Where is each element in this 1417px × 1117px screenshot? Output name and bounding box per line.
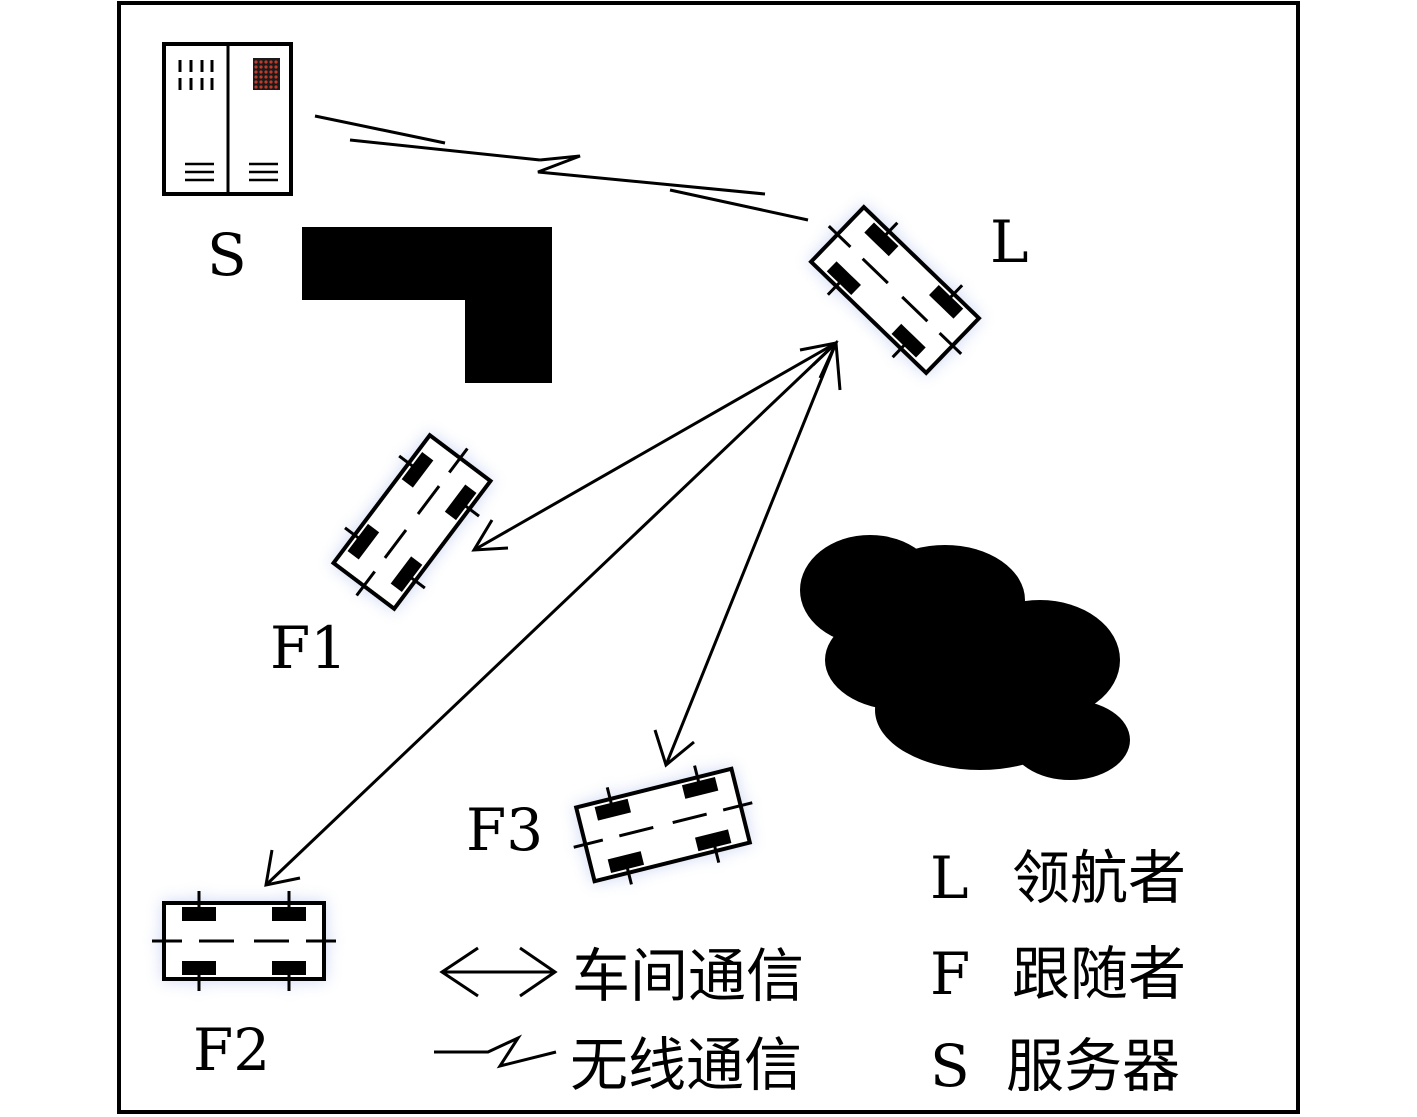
server-led-dot [274,60,278,64]
server-led-dot [264,60,268,64]
server-label: S [207,221,247,289]
legend-link-wireless: 无线通信 [570,1031,802,1099]
leader-label: L [990,208,1029,276]
follower-f3-vehicle [559,752,767,898]
inter-vehicle-links [264,339,842,887]
server-led-dot [254,85,258,89]
f3-label: F3 [466,796,543,864]
server-led-dot [259,80,263,84]
server-led-dot [269,85,273,89]
follower-f1-vehicle [314,416,510,628]
server-led-dot [254,75,258,79]
server-led-dots [254,60,278,89]
server-led-dot [264,85,268,89]
server-led-dot [264,65,268,69]
server-icon [162,42,293,196]
server-led-dot [264,75,268,79]
legend-role-key-s: S [930,1032,970,1100]
f2-label: F2 [193,1016,270,1084]
legend-role-text-l: 领航者 [1012,844,1186,912]
server-led-dot [269,60,273,64]
outer-frame [117,1,1300,1114]
server-led-dot [269,80,273,84]
legend-role-key-l: L [930,844,969,912]
legend-role-text-s: 服务器 [1006,1032,1180,1100]
server-led-dot [254,65,258,69]
server-led-dot [264,70,268,74]
server-led-dot [259,65,263,69]
l-shaped-obstacle [302,227,552,383]
server-led-dot [254,80,258,84]
legend-wireless-icon [434,1034,557,1069]
legend-role-key-f: F [930,940,970,1008]
legend-link-inter-vehicle: 车间通信 [572,942,804,1010]
server-led-dot [259,75,263,79]
cloud-obstacle [800,535,1130,780]
legend-double-arrow-icon [439,946,558,998]
server-led-dot [264,80,268,84]
server-led-dot [274,65,278,69]
wireless-link [314,114,809,222]
follower-f2-vehicle [150,889,338,993]
server-led-dot [274,70,278,74]
server-led-dot [259,85,263,89]
leader-vehicle [792,188,998,392]
server-led-dot [269,70,273,74]
server-led-dot [259,60,263,64]
server-led-dot [269,75,273,79]
server-led-dot [269,65,273,69]
legend-role-text-f: 跟随者 [1012,940,1186,1008]
server-led-dot [274,85,278,89]
server-led-dot [259,70,263,74]
server-led-dot [274,75,278,79]
server-led-dot [254,60,258,64]
server-led-dot [254,70,258,74]
server-led-dot [274,80,278,84]
f1-label: F1 [270,614,347,682]
